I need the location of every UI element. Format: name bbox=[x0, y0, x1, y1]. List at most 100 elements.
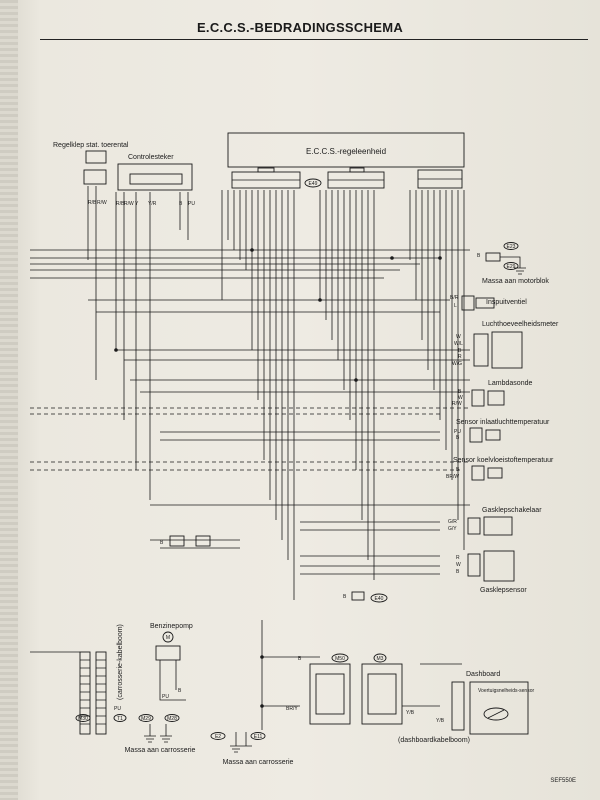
dashboard-harness-label: (dashboardkabelboom) bbox=[398, 737, 470, 744]
svg-text:BR/Y: BR/Y bbox=[286, 706, 298, 712]
intake-air-temp-label: Sensor inlaatluchttemperatuur bbox=[456, 419, 550, 426]
inline-connectors: B B E40 bbox=[160, 535, 388, 603]
fuel-pump-component: Benzinepomp M B PU bbox=[150, 623, 193, 701]
throttle-switch-component: Gasklepschakelaar G/R G/Y bbox=[448, 507, 542, 536]
svg-text:B: B bbox=[179, 201, 183, 207]
idle-valve-connector bbox=[83, 169, 107, 185]
svg-text:B: B bbox=[458, 348, 462, 354]
ecu-label: E.C.C.S.-regeleenheid bbox=[306, 147, 386, 156]
title-underline bbox=[40, 39, 588, 40]
check-connector-box bbox=[117, 163, 193, 191]
svg-text:B: B bbox=[458, 389, 462, 395]
svg-text:B: B bbox=[160, 540, 164, 546]
svg-text:R/B: R/B bbox=[88, 200, 97, 206]
svg-text:R/W: R/W bbox=[97, 200, 107, 206]
svg-text:M29: M29 bbox=[141, 716, 151, 722]
ref-code-e49: E49 bbox=[304, 178, 322, 188]
lambda-sensor-component: Lambdasonde B W R/W bbox=[452, 380, 532, 407]
svg-text:M30: M30 bbox=[78, 716, 88, 722]
svg-text:B: B bbox=[456, 467, 460, 473]
body-harness-label: (carrosserie-kabelboom) bbox=[117, 624, 124, 700]
throttle-switch-label: Gasklepschakelaar bbox=[482, 507, 542, 514]
idle-valve-box bbox=[85, 150, 107, 164]
svg-text:B: B bbox=[298, 656, 302, 662]
injector-label: Inspuitventiel bbox=[486, 299, 527, 306]
svg-text:R: R bbox=[458, 354, 462, 360]
svg-text:BR/W: BR/W bbox=[446, 474, 459, 480]
svg-text:G/R: G/R bbox=[448, 519, 457, 525]
svg-text:W/G: W/G bbox=[452, 361, 462, 367]
figure-code: SEF550E bbox=[550, 778, 576, 784]
svg-text:W: W bbox=[458, 395, 463, 401]
svg-text:PU: PU bbox=[162, 694, 169, 700]
svg-text:R/B: R/B bbox=[116, 201, 125, 207]
coolant-temp-component: Sensor koelvloeistoftemperatuur B BR/W bbox=[446, 457, 554, 481]
dashboard-component: Dashboard Voertuigsnelheids-sensor bbox=[451, 671, 534, 735]
svg-text:E23: E23 bbox=[507, 244, 516, 250]
idle-valve-label: Regelklep stat. toerental bbox=[53, 142, 129, 149]
check-connector-label: Controlesteker bbox=[128, 154, 174, 161]
svg-text:Y/B: Y/B bbox=[436, 718, 445, 724]
coolant-temp-label: Sensor koelvloeistoftemperatuur bbox=[453, 457, 554, 464]
junction-dots bbox=[114, 248, 442, 708]
airflow-meter-component: Luchthoeveelheidsmeter W W/L B R W/G bbox=[452, 321, 559, 369]
svg-text:E40: E40 bbox=[375, 596, 384, 602]
svg-text:B: B bbox=[477, 253, 481, 259]
throttle-sensor-label: Gasklepsensor bbox=[480, 587, 527, 594]
svg-text:M3: M3 bbox=[377, 656, 384, 662]
throttle-sensor-component: R W B Gasklepsensor bbox=[456, 550, 527, 594]
svg-text:W: W bbox=[456, 562, 461, 568]
svg-text:PU: PU bbox=[188, 201, 195, 207]
page-binding-edge bbox=[0, 0, 18, 800]
svg-text:B: B bbox=[178, 688, 182, 694]
airflow-meter-label: Luchthoeveelheidsmeter bbox=[482, 321, 559, 328]
ecu-connector-mid bbox=[327, 167, 385, 189]
svg-text:E2: E2 bbox=[215, 734, 221, 740]
svg-text:W/L: W/L bbox=[454, 341, 463, 347]
page-title: E.C.C.S.-BEDRADINGSSCHEMA bbox=[196, 20, 404, 35]
svg-text:R/W: R/W bbox=[124, 201, 134, 207]
svg-text:W: W bbox=[456, 334, 461, 340]
fuel-pump-label: Benzinepomp bbox=[150, 623, 193, 630]
svg-text:M: M bbox=[166, 635, 170, 641]
intake-air-temp-component: Sensor inlaatluchttemperatuur PU B bbox=[454, 419, 550, 443]
svg-text:L: L bbox=[454, 303, 457, 309]
svg-text:R/W: R/W bbox=[452, 401, 462, 407]
injector-component: B/R L Inspuitventiel bbox=[450, 295, 527, 311]
svg-text:B: B bbox=[456, 569, 460, 575]
svg-text:M28: M28 bbox=[167, 716, 177, 722]
svg-text:Massa aan carrosserie: Massa aan carrosserie bbox=[223, 759, 294, 766]
ground-body-2: E2 E11 Massa aan carrosserie bbox=[210, 620, 320, 766]
svg-text:E11: E11 bbox=[254, 734, 263, 740]
ground-engine-block: B E23 E29 Massa aan motorblok bbox=[477, 242, 549, 285]
dashboard-connectors: M50 M3 BR/Y B Y/B Y/B (dashboardkabelboo… bbox=[286, 653, 470, 744]
svg-text:E49: E49 bbox=[309, 181, 318, 187]
svg-text:Massa aan carrosserie: Massa aan carrosserie bbox=[125, 747, 196, 754]
svg-text:PU: PU bbox=[454, 429, 461, 435]
svg-text:Y/R: Y/R bbox=[148, 201, 157, 207]
svg-text:B: B bbox=[343, 594, 347, 600]
svg-text:R: R bbox=[456, 555, 460, 561]
svg-text:Massa aan motorblok: Massa aan motorblok bbox=[482, 278, 549, 285]
svg-text:Y: Y bbox=[135, 201, 139, 207]
lambda-sensor-label: Lambdasonde bbox=[488, 380, 532, 387]
svg-text:B/R: B/R bbox=[450, 295, 459, 301]
svg-text:T1: T1 bbox=[117, 716, 123, 722]
check-connector-wire-labels: R/B R/W Y Y/R B PU bbox=[116, 201, 195, 207]
svg-text:E29: E29 bbox=[507, 264, 516, 270]
speed-sensor-label: Voertuigsnelheids-sensor bbox=[478, 688, 534, 694]
svg-text:M50: M50 bbox=[335, 656, 345, 662]
svg-text:PU: PU bbox=[114, 706, 121, 712]
ground-body-1: M29 M28 Massa aan carrosserie bbox=[125, 714, 196, 754]
svg-text:Y/B: Y/B bbox=[406, 710, 415, 716]
ecu-wire-bundle bbox=[87, 186, 465, 600]
dashboard-label: Dashboard bbox=[466, 671, 500, 678]
svg-text:G/Y: G/Y bbox=[448, 526, 457, 532]
harness-horizontal-lines bbox=[30, 249, 470, 575]
svg-text:B: B bbox=[456, 435, 460, 441]
ecu-connector-right bbox=[417, 169, 463, 189]
ecu-box bbox=[227, 132, 465, 168]
body-harness-column: (carrosserie-kabelboom) PU M30 T1 bbox=[30, 624, 127, 735]
